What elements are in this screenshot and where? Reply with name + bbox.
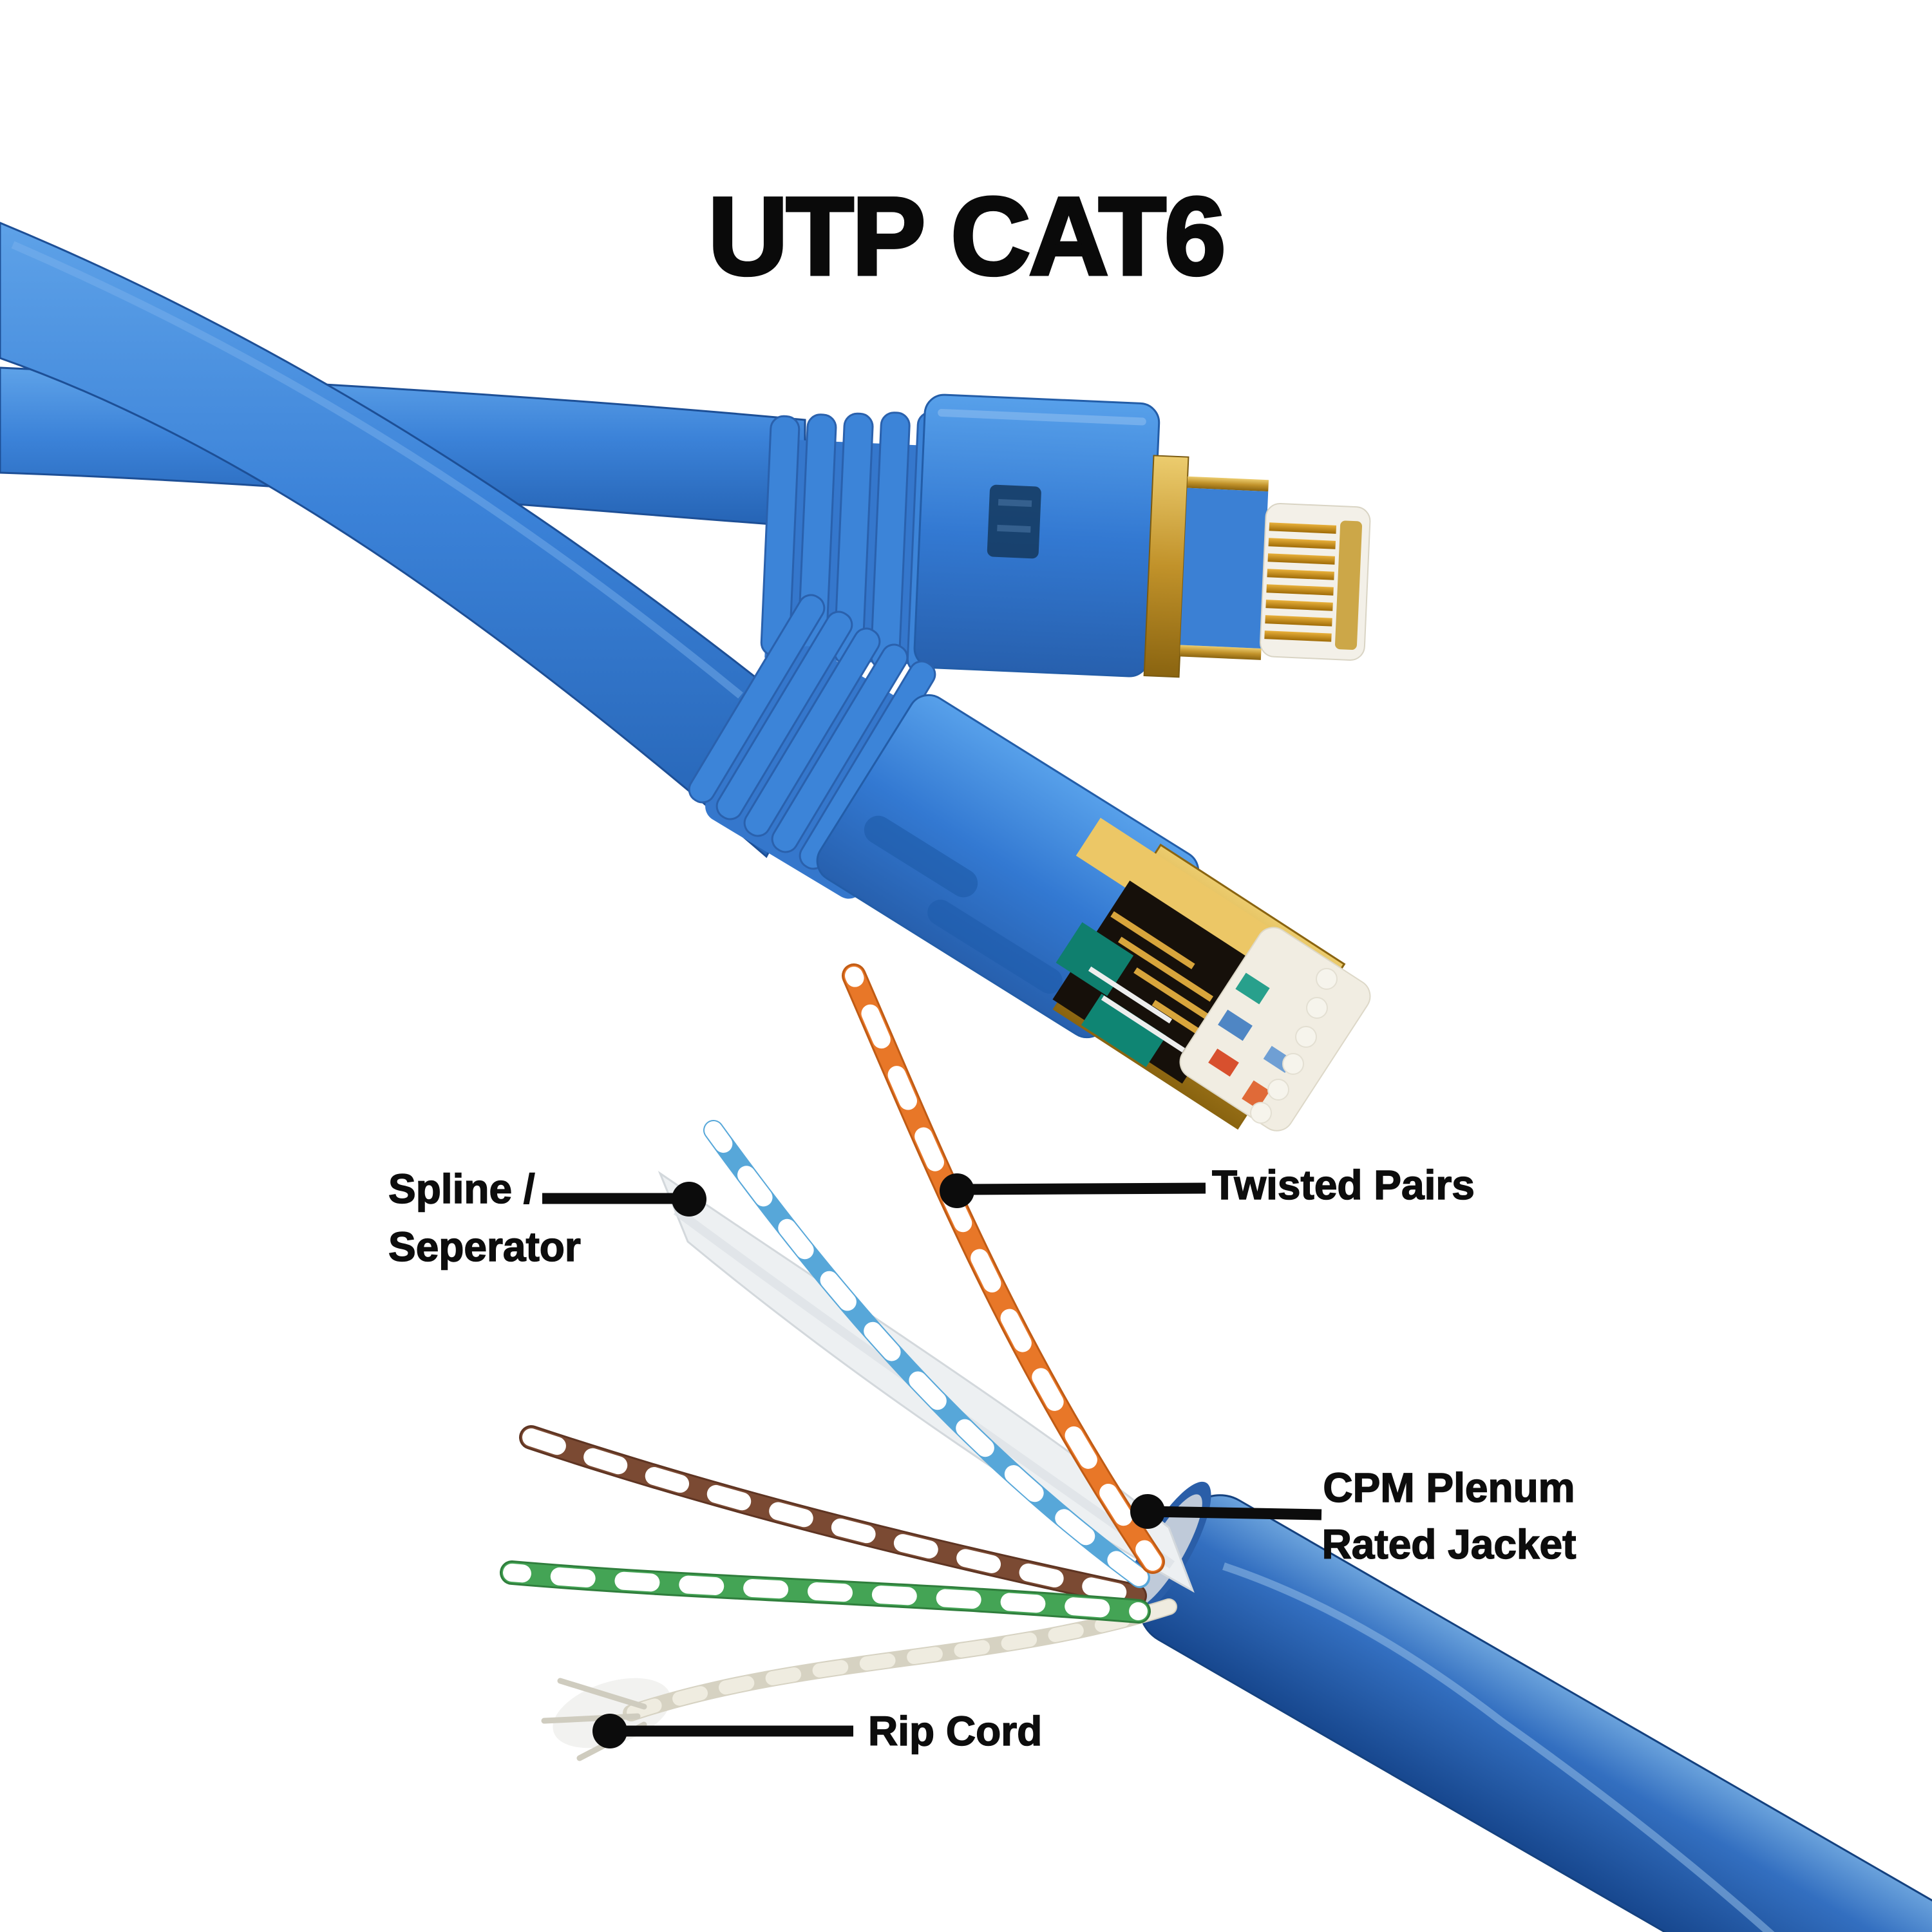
label-twisted-pairs: Twisted Pairs (1211, 1161, 1475, 1209)
tip-crimp-bumps (1250, 968, 1338, 1124)
callout-twisted-pairs (940, 1173, 1206, 1208)
callout-jacket (1130, 1494, 1322, 1529)
strain-relief-boot-lower (688, 594, 936, 870)
connector-brand-marking (987, 484, 1041, 559)
callout-rip-cord (592, 1714, 853, 1748)
twisted-pair-brown (519, 1425, 1147, 1608)
callout-dot-spline (672, 1182, 706, 1217)
callout-spline (542, 1182, 706, 1217)
page-title: UTP CAT6 (706, 173, 1227, 300)
rj45-connector-bottom (688, 594, 1371, 1132)
label-spline-separator: Spline / Seperator (388, 1160, 581, 1276)
callout-dot-rip-cord (592, 1714, 627, 1748)
label-jacket-line1: CPM Plenum (1323, 1464, 1576, 1511)
label-spline-line2: Seperator (388, 1223, 581, 1271)
callout-dot-twisted-pairs (940, 1173, 974, 1208)
connector-neck (1180, 488, 1269, 649)
gold-pins (1264, 522, 1337, 642)
callout-dot-jacket (1130, 1494, 1165, 1529)
twisted-pair-green (500, 1560, 1151, 1624)
twisted-pair-blue (703, 1120, 1150, 1588)
label-spline-line1: Spline / (388, 1165, 535, 1213)
rip-cord (541, 1598, 1177, 1761)
label-rip-cord: Rip Cord (867, 1707, 1043, 1755)
twisted-pair-orange (842, 963, 1165, 1574)
gold-contact-fingers (1088, 911, 1231, 1055)
label-cpm-plenum-rated-jacket: CPM Plenum Rated Jacket (1307, 1459, 1591, 1573)
label-jacket-line2: Rated Jacket (1321, 1520, 1577, 1568)
